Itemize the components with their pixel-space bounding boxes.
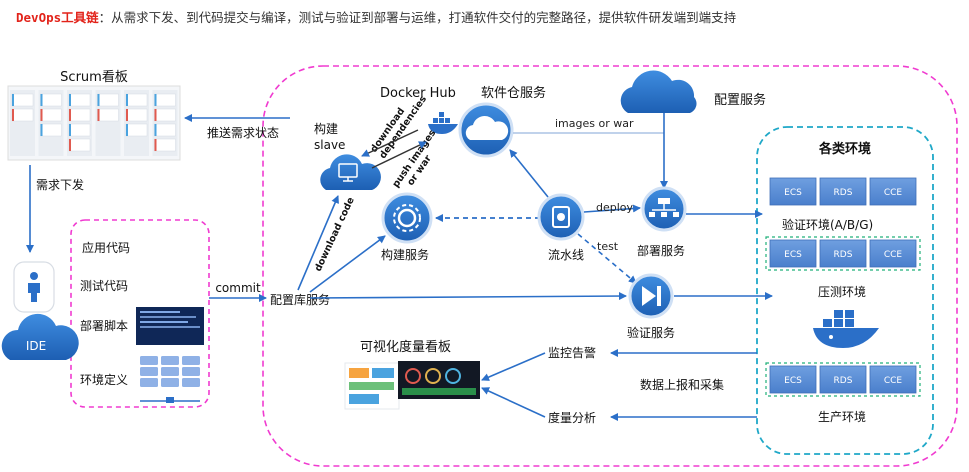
config-service-cloud-icon xyxy=(620,70,697,113)
env-box xyxy=(869,239,917,268)
code-item-deploy: 部署脚本 xyxy=(80,318,128,333)
verify-service-icon xyxy=(628,273,674,319)
terminal-thumbnail xyxy=(136,307,204,345)
code-item-test: 测试代码 xyxy=(80,278,128,293)
header-brand: DevOps工具链 xyxy=(16,10,99,25)
env-label-prod: 生产环境 xyxy=(818,409,866,424)
docker-whale-icon xyxy=(813,310,879,348)
code-item-env: 环境定义 xyxy=(80,372,128,387)
pipeline-icon xyxy=(537,193,585,241)
ide-label: IDE xyxy=(26,339,46,353)
env-box xyxy=(819,177,867,206)
env-label-stress: 压测环境 xyxy=(818,284,866,299)
repo-build-arrow xyxy=(309,235,386,293)
repo-service-label: 配置库服务 xyxy=(270,292,330,307)
build-slave-label-1: 构建 xyxy=(314,121,338,136)
env-box xyxy=(819,239,867,268)
repo-verify-arrow xyxy=(309,292,627,301)
download-deps-arrow xyxy=(361,129,419,157)
user-icon xyxy=(13,261,55,313)
env-box-label: RDS xyxy=(834,188,853,198)
env-label-verify: 验证环境(A/B/G) xyxy=(782,217,873,232)
monitor-label: 监控告警 xyxy=(548,345,596,360)
code-item-app: 应用代码 xyxy=(82,240,130,255)
docker-small-icon xyxy=(428,112,458,134)
env-box xyxy=(769,239,817,268)
test-label: test xyxy=(597,240,619,253)
deploy-service-label: 部署服务 xyxy=(637,243,685,258)
env-box xyxy=(869,177,917,206)
build-slave-cloud-icon xyxy=(320,154,381,190)
env-box-label: CCE xyxy=(884,376,903,386)
push-status-label: 推送需求状态 xyxy=(207,125,279,140)
env-group-frame xyxy=(765,362,921,397)
env-box xyxy=(869,365,917,394)
pipeline-label: 流水线 xyxy=(548,248,584,262)
env-box-label: RDS xyxy=(834,376,853,386)
env-box-label: ECS xyxy=(784,188,802,198)
build-service-icon xyxy=(381,192,433,244)
env-box-label: ECS xyxy=(784,250,802,260)
build-service-label: 构建服务 xyxy=(381,247,429,262)
deploy-label: deploy xyxy=(596,201,634,214)
commit-label: commit xyxy=(215,281,261,295)
env-box-label: CCE xyxy=(884,188,903,198)
header-text: ：从需求下发、到代码提交与编译，测试与验证到部署与运维，打通软件交付的完整路径，… xyxy=(99,10,737,25)
docker-hub-label: Docker Hub xyxy=(380,86,456,101)
header-line: DevOps工具链：从需求下发、到代码提交与编译，测试与验证到部署与运维，打通软… xyxy=(16,10,736,25)
pipeline-test-arrow xyxy=(577,233,637,284)
verify-service-label: 验证服务 xyxy=(627,325,675,340)
scrum-title: Scrum看板 xyxy=(60,69,128,85)
server-grid-icon xyxy=(140,356,200,403)
artifact-service-icon xyxy=(458,102,514,158)
build-slave-label-2: slave xyxy=(314,138,345,152)
artifact-service-label: 软件仓服务 xyxy=(481,85,546,101)
download-code-arrow xyxy=(297,195,339,291)
report-label: 数据上报和采集 xyxy=(640,377,724,392)
code-frame xyxy=(70,219,210,408)
env-frame xyxy=(756,126,934,455)
monitor-dashboard-arrow xyxy=(481,352,546,381)
scrum-board xyxy=(7,85,181,161)
env-box xyxy=(769,365,817,394)
env-box-label: RDS xyxy=(834,250,853,260)
env-title: 各类环境 xyxy=(818,141,871,157)
env-group-frame xyxy=(765,236,921,271)
images-war-label: images or war xyxy=(555,117,634,130)
main-frame xyxy=(262,65,958,467)
env-box xyxy=(769,177,817,206)
dashboard-title: 可视化度量看板 xyxy=(360,339,451,355)
ide-cloud-icon xyxy=(1,313,79,360)
dashboard-thumbnail xyxy=(344,361,480,410)
env-box-label: ECS xyxy=(784,376,802,386)
metrics-dashboard-arrow xyxy=(481,387,546,418)
env-box xyxy=(819,365,867,394)
env-box-label: CCE xyxy=(884,250,903,260)
metrics-label: 度量分析 xyxy=(548,410,596,425)
demand-label: 需求下发 xyxy=(36,177,84,192)
deploy-service-icon xyxy=(641,186,687,232)
push-images-arrow xyxy=(371,141,427,169)
pipeline-deploy-arrow xyxy=(583,204,641,213)
pipeline-artifact-arrow xyxy=(509,149,549,198)
config-service-label: 配置服务 xyxy=(714,92,766,108)
